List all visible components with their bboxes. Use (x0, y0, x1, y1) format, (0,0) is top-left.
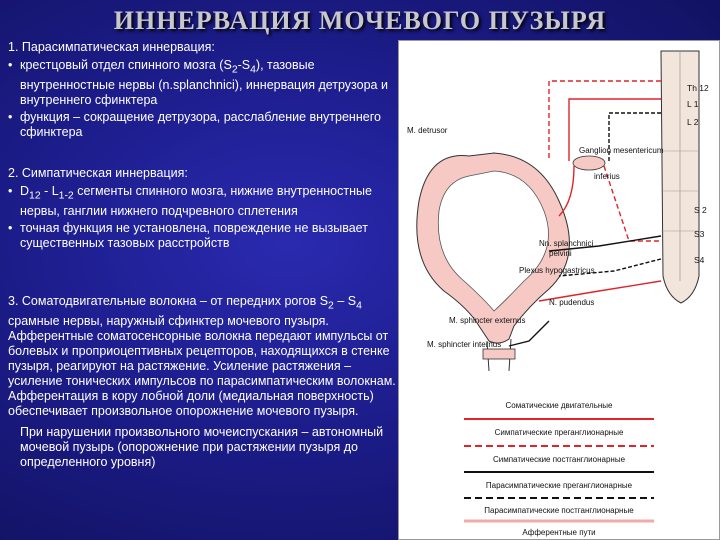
label-s4: S4 (694, 255, 705, 265)
legend: Соматические двигательные Симпатические … (464, 401, 654, 537)
section3-text: 3. Соматодвигательные волокна – от перед… (6, 294, 398, 419)
section2-heading: 2. Симпатическая иннервация: (8, 166, 188, 180)
label-ganglion: Ganglion mesentericum (579, 146, 664, 155)
bladder (416, 152, 570, 372)
subscript: 2 (328, 300, 334, 312)
text-run: срамные нервы, наружный сфинктер мочевог… (8, 313, 396, 418)
text-run: - L (40, 184, 59, 198)
sympathetic-pathways (508, 80, 662, 347)
label-detrusor: M. detrusor (407, 126, 448, 135)
section1-heading: 1. Парасимпатическая иннервация: (8, 40, 215, 54)
label-pudendus: N. pudendus (549, 298, 594, 307)
text-run: D (20, 184, 30, 198)
section3-text2: При нарушении произвольного мочеиспускан… (20, 424, 384, 469)
ganglion-shape (572, 155, 606, 171)
legend-item-para-pre: Парасимпатические преганглионарные (486, 481, 633, 490)
section2-bullet2: точная функция не установлена, поврежден… (6, 221, 398, 251)
label-th12: Th 12 (687, 83, 709, 93)
text-run: -S (237, 58, 251, 72)
text-run: крестцовый отдел спинного мозга (S (20, 58, 232, 72)
subscript: 4 (250, 64, 256, 76)
text-run: 3. Соматодвигательные волокна – от перед… (8, 294, 329, 308)
legend-item-symp-post: Симпатические постганглионарные (493, 455, 626, 464)
section2-bullet1: D12 - L1-2 сегменты спинного мозга, нижн… (6, 184, 398, 219)
subscript: 1-2 (58, 190, 74, 202)
slide-title: ИННЕРВАЦИЯ МОЧЕВОГО ПУЗЫРЯ (113, 6, 607, 35)
subscript: 4 (356, 300, 362, 312)
section-parasympathetic: 1. Парасимпатическая иннервация: крестцо… (6, 40, 398, 142)
legend-item-symp-pre: Симпатические преганглионарные (495, 428, 624, 437)
section-sympathetic: 2. Симпатическая иннервация: D12 - L1-2 … (6, 166, 398, 253)
section1-bullet2: функция – сокращение детрузора, расслабл… (6, 110, 398, 140)
text-run: – S (333, 294, 357, 308)
label-splanchnici-2: pelvini (549, 249, 572, 258)
legend-item-afferent: Афферентные пути (522, 528, 595, 537)
spinal-cord (660, 50, 700, 304)
label-sphincter-int: M. sphincter internus (427, 340, 501, 349)
legend-item-para-post: Парасимпатические постганглионарные (484, 506, 634, 515)
subscript: 2 (231, 64, 238, 76)
diagram-svg: Th 12 L 1 L 2 S 2 S3 S4 M. detrusor Gang… (407, 50, 709, 537)
label-ganglion-2: inferius (594, 172, 620, 181)
label-sphincter-ext: M. sphincter externus (449, 316, 525, 325)
label-s2: S 2 (694, 205, 707, 215)
label-s3: S3 (694, 229, 705, 239)
label-l1: L 1 (687, 99, 699, 109)
legend-item-somatic: Соматические двигательные (505, 401, 613, 410)
section-somatic: 3. Соматодвигательные волокна – от перед… (6, 294, 398, 470)
innervation-diagram: Th 12 L 1 L 2 S 2 S3 S4 M. detrusor Gang… (398, 40, 720, 540)
section1-bullet1: крестцовый отдел спинного мозга (S2-S4),… (6, 58, 398, 108)
subscript: 12 (29, 190, 41, 202)
text-run: ), тазовые внутренностные нервы (n.splan… (20, 58, 388, 107)
label-splanchnici: Nn. splanchnici (539, 239, 593, 248)
text-run: сегменты спинного мозга, нижние внутренн… (20, 184, 372, 218)
label-plexus: Plexus hypogastricus (519, 266, 595, 275)
label-l2: L 2 (687, 117, 699, 127)
